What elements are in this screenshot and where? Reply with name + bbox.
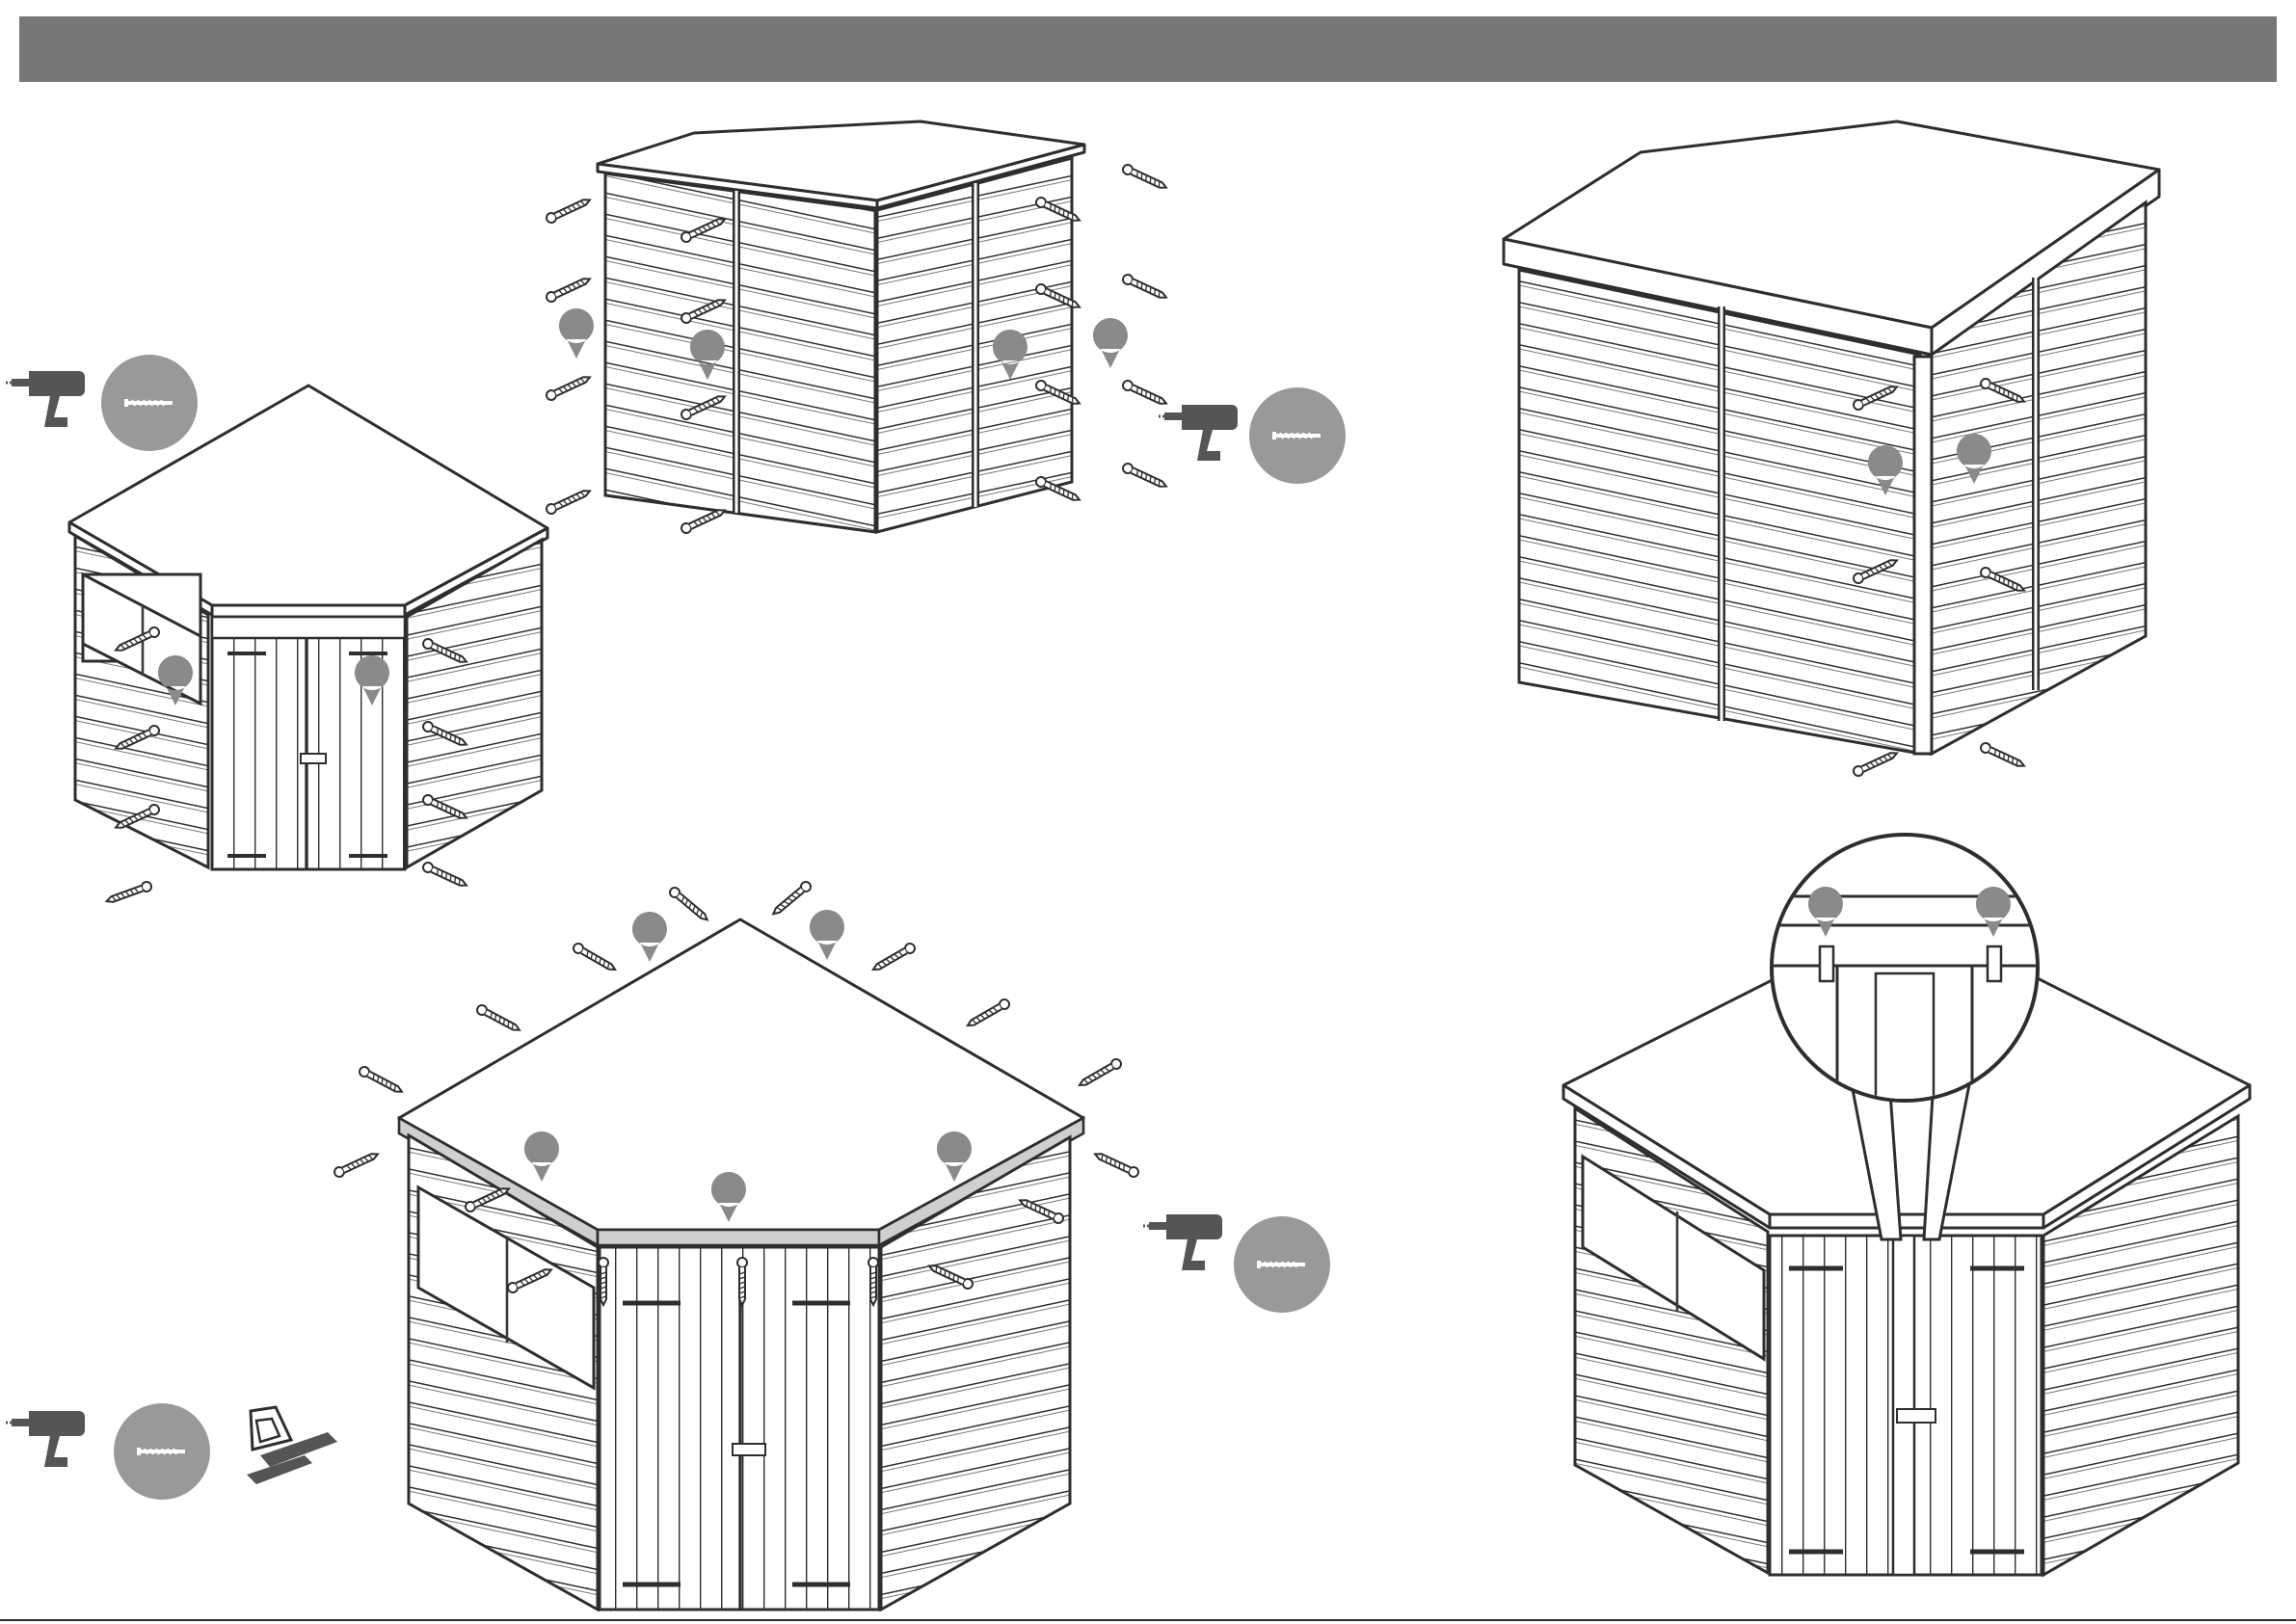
drill-icon xyxy=(6,371,85,427)
step-door-stops xyxy=(1563,835,2250,1575)
step-door-front-fixings xyxy=(6,355,547,906)
drill-icon xyxy=(6,1411,85,1467)
drill-icon xyxy=(1159,405,1238,461)
screw-icon xyxy=(114,1403,210,1500)
step-corner-post-fixings xyxy=(1504,121,2159,778)
step-roof-fixings xyxy=(6,880,1330,1610)
screw-icon xyxy=(1249,387,1346,484)
step-rear-wall-fixings xyxy=(545,121,1346,535)
saw-icon xyxy=(247,1407,337,1484)
screw-icon xyxy=(101,355,198,451)
header-bar xyxy=(19,16,2277,82)
drill-icon xyxy=(1143,1214,1222,1270)
screw-icon xyxy=(1234,1216,1330,1313)
corner-post xyxy=(1914,357,1932,754)
